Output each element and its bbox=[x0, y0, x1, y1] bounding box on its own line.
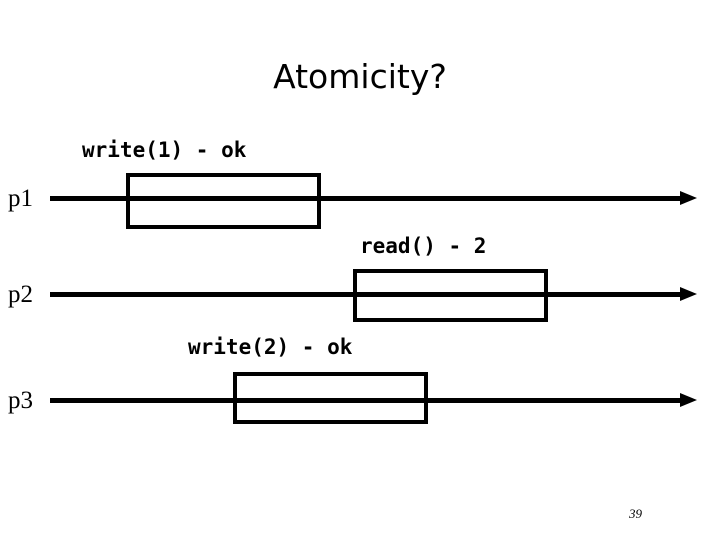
arrowhead-icon-p3 bbox=[680, 393, 697, 407]
operation-interval-box-p1 bbox=[126, 173, 321, 229]
process-label-p3: p3 bbox=[8, 387, 33, 414]
page-title: Atomicity? bbox=[273, 57, 447, 96]
page-number: 39 bbox=[629, 506, 642, 521]
timeline-shaft-p2 bbox=[50, 292, 681, 297]
process-label-p2: p2 bbox=[8, 281, 33, 308]
operation-interval-box-p2 bbox=[353, 269, 548, 322]
timeline-shaft-p3 bbox=[50, 398, 681, 403]
arrowhead-icon-p2 bbox=[680, 287, 697, 301]
timeline-shaft-p1 bbox=[50, 196, 681, 201]
operation-interval-box-p3 bbox=[233, 372, 428, 424]
timeline-axis-p1 bbox=[50, 191, 697, 205]
timeline-axis-p2 bbox=[50, 287, 697, 301]
process-label-p1: p1 bbox=[8, 185, 33, 212]
operation-label-p1: write(1) - ok bbox=[82, 138, 247, 162]
timeline-axis-p3 bbox=[50, 393, 697, 407]
arrowhead-icon-p1 bbox=[680, 191, 697, 205]
operation-label-p2: read() - 2 bbox=[360, 234, 487, 258]
operation-label-p3: write(2) - ok bbox=[188, 335, 353, 359]
